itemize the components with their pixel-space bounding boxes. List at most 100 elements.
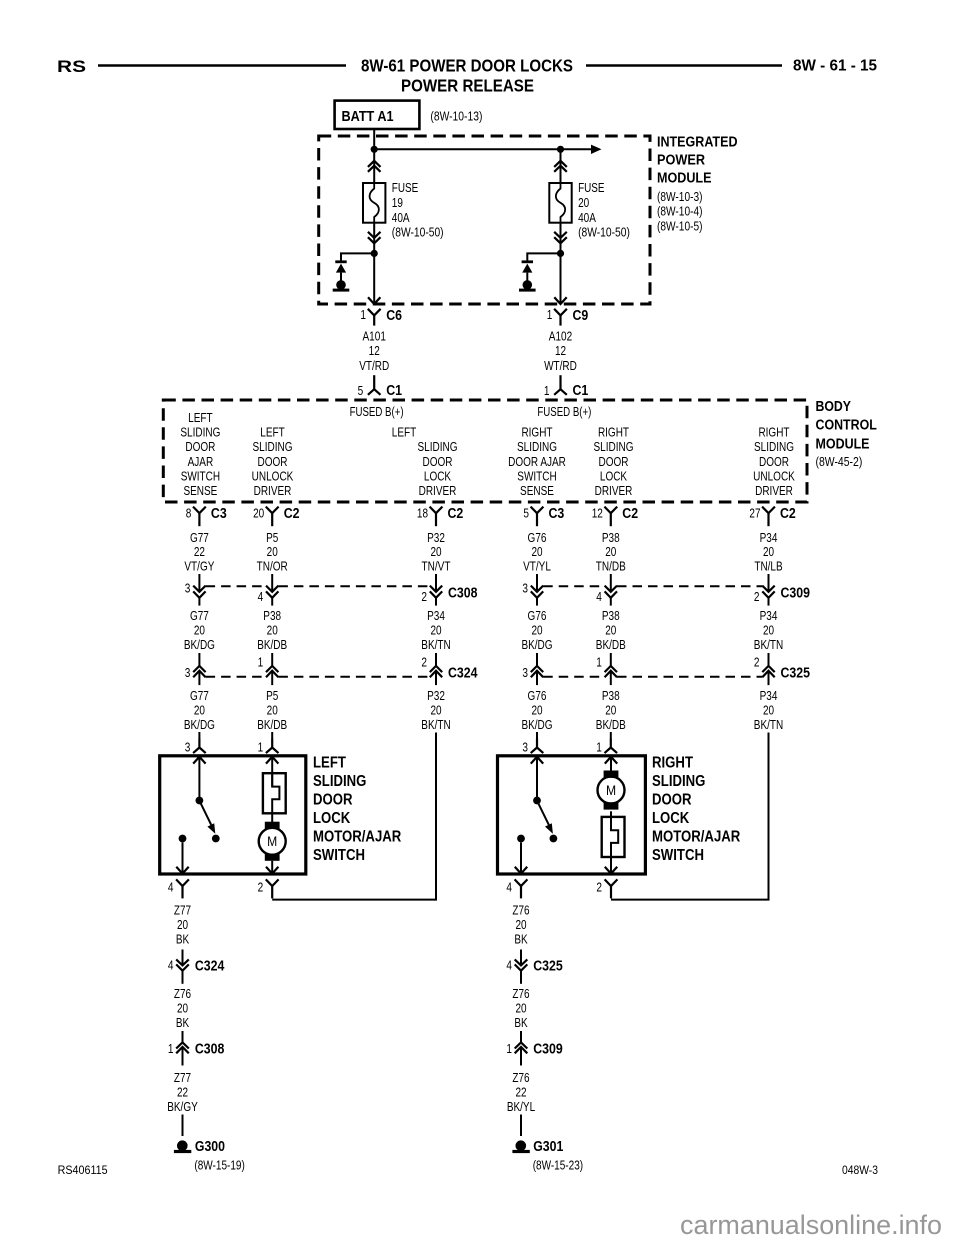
svg-text:DOOR: DOOR <box>652 791 692 808</box>
svg-text:BK: BK <box>514 933 528 947</box>
svg-text:P34: P34 <box>760 531 778 545</box>
svg-text:1: 1 <box>258 741 264 755</box>
svg-text:FUSE: FUSE <box>392 181 418 195</box>
svg-text:5: 5 <box>358 384 364 398</box>
svg-text:SLIDING: SLIDING <box>418 440 458 454</box>
svg-text:C3: C3 <box>211 506 227 522</box>
svg-text:(8W-10-3): (8W-10-3) <box>657 190 703 204</box>
svg-text:(8W-15-23): (8W-15-23) <box>533 1159 583 1173</box>
svg-text:SWITCH: SWITCH <box>181 469 220 483</box>
svg-text:G76: G76 <box>528 609 547 623</box>
svg-text:BK/DB: BK/DB <box>257 718 287 732</box>
svg-text:8W - 61 - 15: 8W - 61 - 15 <box>793 58 877 75</box>
svg-text:A101: A101 <box>363 330 386 344</box>
svg-text:2: 2 <box>754 656 760 670</box>
svg-text:C1: C1 <box>386 383 402 399</box>
svg-text:20: 20 <box>194 623 205 637</box>
svg-text:3: 3 <box>185 741 191 755</box>
svg-text:TN/LB: TN/LB <box>754 560 782 574</box>
svg-text:4: 4 <box>596 590 602 604</box>
svg-text:P38: P38 <box>602 689 620 703</box>
svg-text:BK/DG: BK/DG <box>521 638 552 652</box>
svg-text:(8W-10-4): (8W-10-4) <box>657 205 703 219</box>
svg-text:C2: C2 <box>780 506 796 522</box>
svg-text:(8W-45-2): (8W-45-2) <box>816 455 863 469</box>
svg-text:5: 5 <box>523 507 529 521</box>
svg-text:DOOR: DOOR <box>185 440 215 454</box>
svg-text:BK/TN: BK/TN <box>421 718 450 732</box>
svg-text:BK/DG: BK/DG <box>521 718 552 732</box>
svg-text:2: 2 <box>258 881 264 895</box>
svg-text:LEFT: LEFT <box>392 426 417 440</box>
svg-text:(8W-10-5): (8W-10-5) <box>657 219 703 233</box>
svg-text:20: 20 <box>605 545 616 559</box>
svg-text:BK: BK <box>176 933 190 947</box>
svg-text:4: 4 <box>258 590 264 604</box>
svg-text:POWER RELEASE: POWER RELEASE <box>401 76 534 96</box>
svg-text:P34: P34 <box>760 689 778 703</box>
svg-text:RIGHT: RIGHT <box>652 754 693 771</box>
svg-text:Z76: Z76 <box>512 987 529 1001</box>
svg-text:TN/VT: TN/VT <box>422 560 451 574</box>
svg-text:3: 3 <box>522 666 528 680</box>
svg-text:2: 2 <box>754 590 760 604</box>
svg-text:1: 1 <box>258 656 264 670</box>
svg-text:DOOR AJAR: DOOR AJAR <box>508 455 566 469</box>
svg-text:C308: C308 <box>195 1042 225 1058</box>
svg-text:BATT A1: BATT A1 <box>342 109 394 125</box>
svg-text:048W-3: 048W-3 <box>842 1165 878 1177</box>
svg-text:RS: RS <box>57 57 86 76</box>
svg-text:Z77: Z77 <box>174 1071 191 1085</box>
svg-text:A102: A102 <box>549 330 572 344</box>
svg-text:P38: P38 <box>602 531 620 545</box>
svg-text:DRIVER: DRIVER <box>595 484 633 498</box>
svg-text:UNLOCK: UNLOCK <box>252 469 294 483</box>
svg-text:8W-61 POWER DOOR LOCKS: 8W-61 POWER DOOR LOCKS <box>361 56 573 76</box>
svg-text:SWITCH: SWITCH <box>517 469 556 483</box>
svg-text:20: 20 <box>605 703 616 717</box>
svg-text:C2: C2 <box>284 506 300 522</box>
svg-text:4: 4 <box>506 881 512 895</box>
svg-text:SENSE: SENSE <box>520 484 554 498</box>
svg-text:4: 4 <box>506 959 512 973</box>
svg-text:C325: C325 <box>533 958 563 974</box>
svg-text:BK/TN: BK/TN <box>754 718 783 732</box>
svg-text:FUSE: FUSE <box>578 181 604 195</box>
svg-text:SLIDING: SLIDING <box>754 440 794 454</box>
svg-text:M: M <box>606 783 616 798</box>
svg-text:DRIVER: DRIVER <box>419 484 457 498</box>
svg-text:VT/RD: VT/RD <box>359 359 389 373</box>
svg-text:20: 20 <box>177 1002 188 1016</box>
svg-text:G300: G300 <box>195 1139 225 1155</box>
svg-text:22: 22 <box>194 545 205 559</box>
svg-text:C1: C1 <box>573 383 589 399</box>
svg-text:12: 12 <box>369 344 380 358</box>
svg-text:2: 2 <box>596 881 602 895</box>
svg-text:P5: P5 <box>266 531 278 545</box>
svg-text:LOCK: LOCK <box>424 469 452 483</box>
svg-text:P34: P34 <box>760 609 778 623</box>
svg-text:G301: G301 <box>533 1139 563 1155</box>
svg-text:20: 20 <box>515 918 526 932</box>
svg-text:20: 20 <box>531 545 542 559</box>
svg-text:LEFT: LEFT <box>313 754 346 771</box>
svg-text:TN/DB: TN/DB <box>596 560 626 574</box>
svg-text:LEFT: LEFT <box>188 411 213 425</box>
svg-text:8: 8 <box>186 507 192 521</box>
svg-text:LOCK: LOCK <box>600 469 628 483</box>
svg-text:P32: P32 <box>427 689 445 703</box>
svg-text:C325: C325 <box>781 666 811 682</box>
svg-text:P32: P32 <box>427 531 445 545</box>
svg-text:MOTOR/AJAR: MOTOR/AJAR <box>652 828 740 845</box>
svg-text:BK/DB: BK/DB <box>596 638 626 652</box>
svg-text:RS406115: RS406115 <box>58 1165 108 1177</box>
svg-text:M: M <box>267 834 277 849</box>
svg-text:1: 1 <box>360 308 366 322</box>
svg-text:BK/YL: BK/YL <box>507 1100 535 1114</box>
svg-text:1: 1 <box>596 741 602 755</box>
svg-text:SLIDING: SLIDING <box>313 773 366 790</box>
svg-text:1: 1 <box>544 384 550 398</box>
svg-text:FUSED B(+): FUSED B(+) <box>537 405 591 419</box>
svg-text:DOOR: DOOR <box>258 455 288 469</box>
svg-text:2: 2 <box>421 656 427 670</box>
